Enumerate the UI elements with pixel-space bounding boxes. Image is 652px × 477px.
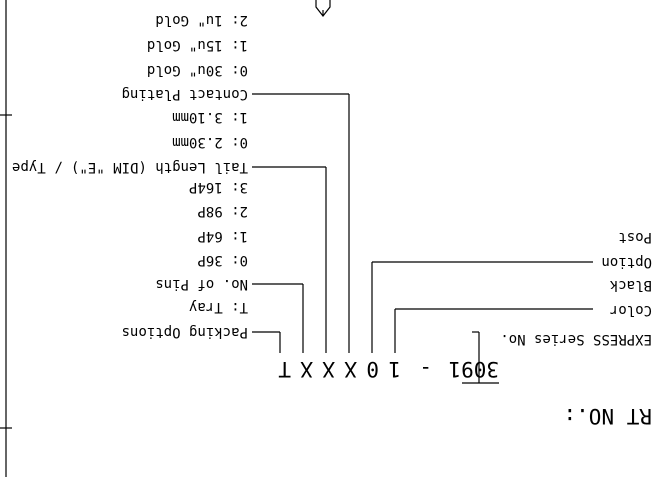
pins-item-2: 2: 98P [197, 203, 248, 219]
pins-item-1: 1: 64P [197, 228, 248, 244]
post-option-item: Post [618, 229, 652, 245]
part-char-1: 1 [388, 357, 401, 381]
color-item: Black [609, 277, 652, 293]
series-label: EXPRESS Series No. [500, 331, 652, 347]
tail-length-item-0: 0: 2.30mm [172, 134, 248, 150]
color-title: Color [610, 302, 652, 318]
pins-item-3: 3: 164P [189, 179, 248, 195]
post-option-title: Option [601, 254, 652, 270]
pins-item-0: 0: 36P [197, 252, 248, 268]
plating-item-2: 2: 1u" Gold [155, 12, 248, 28]
part-number-dash: - [419, 357, 432, 381]
pins-title: No. of Pins [155, 276, 248, 292]
packing-title: Packing Options [122, 324, 248, 340]
plating-title: Contact Plating [122, 86, 248, 102]
part-char-5: X [300, 357, 313, 381]
plating-item-1: 1: 15u" Gold [147, 37, 248, 53]
plating-item-0: 0: 30u" Gold [147, 62, 248, 78]
part-no-label: RT NO.: [563, 404, 652, 428]
part-char-4: X [322, 357, 335, 381]
tail-length-title: Tail Length (DIM "E") / Type [12, 159, 248, 175]
part-char-6: T [278, 357, 291, 381]
part-char-3: X [344, 357, 357, 381]
part-series-number: 3091 [448, 357, 499, 381]
part-char-2: 0 [366, 357, 379, 381]
packing-item-0: T: Tray [189, 299, 248, 315]
tail-length-item-1: 1: 3.10mm [172, 109, 248, 125]
